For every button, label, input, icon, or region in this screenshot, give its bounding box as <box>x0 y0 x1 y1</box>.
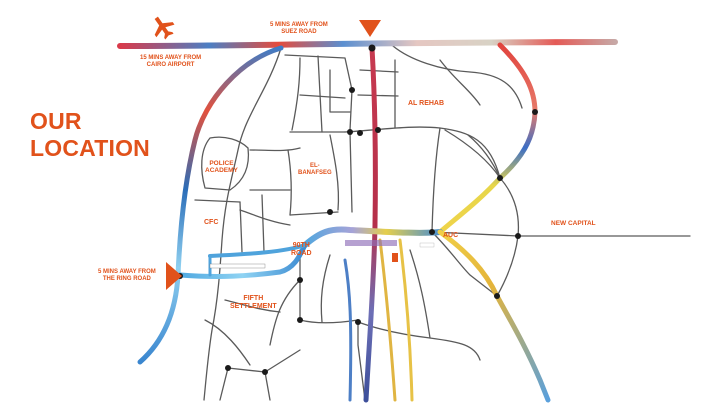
project-marker <box>392 253 398 262</box>
south-branch-b <box>398 238 414 402</box>
label-airport-line-2: CAIRO AIRPORT <box>146 61 195 68</box>
label-fifth-settlement: FIFTH SETTLEMENT <box>230 295 277 311</box>
label-suez-line-2: SUEZ ROAD <box>281 28 317 35</box>
label-cairo-airport: 15 MINS AWAY FROM CAIRO AIRPORT <box>140 55 201 69</box>
building-block <box>209 263 266 269</box>
label-airport-line-1: 15 MINS AWAY FROM <box>140 55 202 61</box>
label-suez-road: 5 MINS AWAY FROM SUEZ ROAD <box>270 22 328 36</box>
street-network <box>194 45 691 401</box>
label-suez-line-1: 5 MINS AWAY FROM <box>270 22 328 28</box>
heading-line-2: LOCATION <box>30 135 150 161</box>
90th-road-west <box>208 243 307 258</box>
label-banafseg-line-1: EL- <box>310 163 320 169</box>
east-ring-arc <box>437 42 538 235</box>
junction-nodes <box>177 44 538 375</box>
label-el-banafseg: EL- BANAFSEG <box>298 163 332 177</box>
label-new-capital: NEW CAPITAL <box>551 220 596 227</box>
label-ring-line-2: THE RING ROAD <box>102 275 151 282</box>
right-triangle-marker-icon <box>166 262 182 290</box>
central-north-road <box>363 45 378 403</box>
building-block <box>419 242 435 248</box>
label-auc: AUC <box>443 232 459 239</box>
label-fifth-line-1: FIFTH <box>243 295 264 302</box>
airplane-icon <box>154 16 175 40</box>
label-90th-line-2: ROAD <box>291 250 312 258</box>
label-police-line-1: POLICE <box>209 160 234 167</box>
road-label-strip <box>345 240 397 246</box>
south-branch-c <box>343 258 353 402</box>
label-al-rehab: AL REHAB <box>408 100 445 107</box>
heading-line-1: OUR <box>30 108 82 134</box>
label-fifth-line-2: SETTLEMENT <box>230 303 277 311</box>
suez-highway <box>117 39 618 49</box>
90th-road-east <box>302 226 443 248</box>
label-90th-line-1: 90TH <box>292 242 310 249</box>
label-banafseg-line-2: BANAFSEG <box>298 169 332 176</box>
south-branch-a <box>378 238 397 402</box>
label-police-academy: POLICE ACADEMY <box>205 160 238 175</box>
label-ring-road: 5 MINS AWAY FROM THE RING ROAD <box>98 269 156 283</box>
west-ring-arc <box>137 45 284 365</box>
down-triangle-marker-icon <box>359 20 381 37</box>
label-cfc: CFC <box>204 219 219 226</box>
label-police-line-2: ACADEMY <box>205 167 238 175</box>
label-90th-road: 90TH ROAD <box>291 242 312 258</box>
ring-road-link <box>177 242 308 279</box>
label-ring-line-1: 5 MINS AWAY FROM <box>98 269 156 275</box>
south-east-road <box>437 229 551 403</box>
